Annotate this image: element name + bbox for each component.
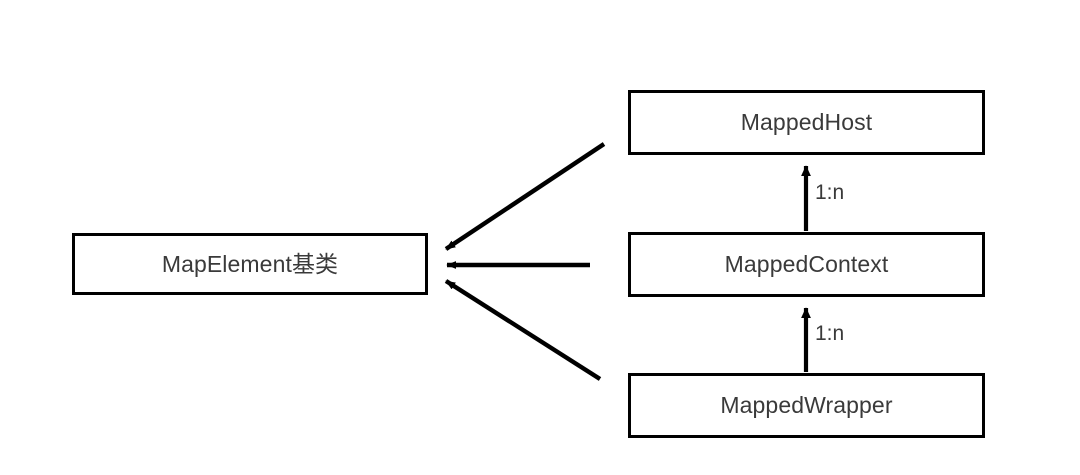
node-mapped-host[interactable]: MappedHost bbox=[628, 90, 985, 155]
node-mapped-host-label: MappedHost bbox=[740, 109, 873, 135]
edge-label-wrapper-to-context: 1:n bbox=[815, 322, 845, 345]
node-map-element[interactable]: MapElement基类 bbox=[72, 233, 428, 295]
edge-wrapper-to-base bbox=[444, 279, 602, 381]
node-mapped-context-label: MappedContext bbox=[724, 251, 889, 277]
node-mapped-wrapper[interactable]: MappedWrapper bbox=[628, 373, 985, 438]
edge-host-to-base bbox=[444, 142, 606, 251]
node-mapped-wrapper-label: MappedWrapper bbox=[720, 392, 893, 418]
node-map-element-label: MapElement基类 bbox=[161, 250, 339, 277]
node-mapped-context[interactable]: MappedContext bbox=[628, 232, 985, 297]
edge-label-context-to-host: 1:n bbox=[815, 181, 845, 204]
